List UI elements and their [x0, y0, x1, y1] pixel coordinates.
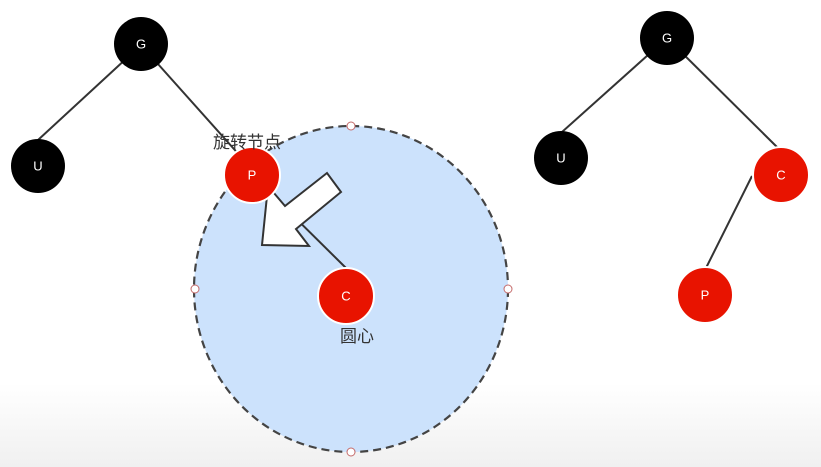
right-node-u-label: U	[556, 151, 565, 166]
left-node-g-label: G	[136, 37, 146, 52]
right-node-g-label: G	[662, 31, 672, 46]
right-node-c[interactable]: C	[752, 146, 810, 204]
right-node-p[interactable]: P	[676, 266, 734, 324]
left-node-c-label: C	[341, 289, 350, 304]
handle-top[interactable]	[346, 121, 356, 131]
circle-center-label: 圆心	[340, 327, 374, 347]
left-node-c[interactable]: C	[317, 267, 375, 325]
handle-bottom[interactable]	[346, 447, 356, 457]
right-node-u[interactable]: U	[534, 131, 588, 185]
left-node-p-label: P	[248, 168, 257, 183]
left-node-g[interactable]: G	[114, 17, 168, 71]
right-node-p-label: P	[701, 288, 710, 303]
left-node-u-label: U	[33, 159, 42, 174]
right-node-g[interactable]: G	[640, 11, 694, 65]
right-node-c-label: C	[776, 168, 785, 183]
rotation-arrow-icon	[260, 171, 343, 248]
edge-right-c-p	[704, 175, 753, 271]
rotation-node-label: 旋转节点	[213, 133, 281, 153]
handle-right[interactable]	[503, 284, 513, 294]
left-node-p[interactable]: P	[223, 146, 281, 204]
left-node-u[interactable]: U	[11, 139, 65, 193]
handle-left[interactable]	[190, 284, 200, 294]
